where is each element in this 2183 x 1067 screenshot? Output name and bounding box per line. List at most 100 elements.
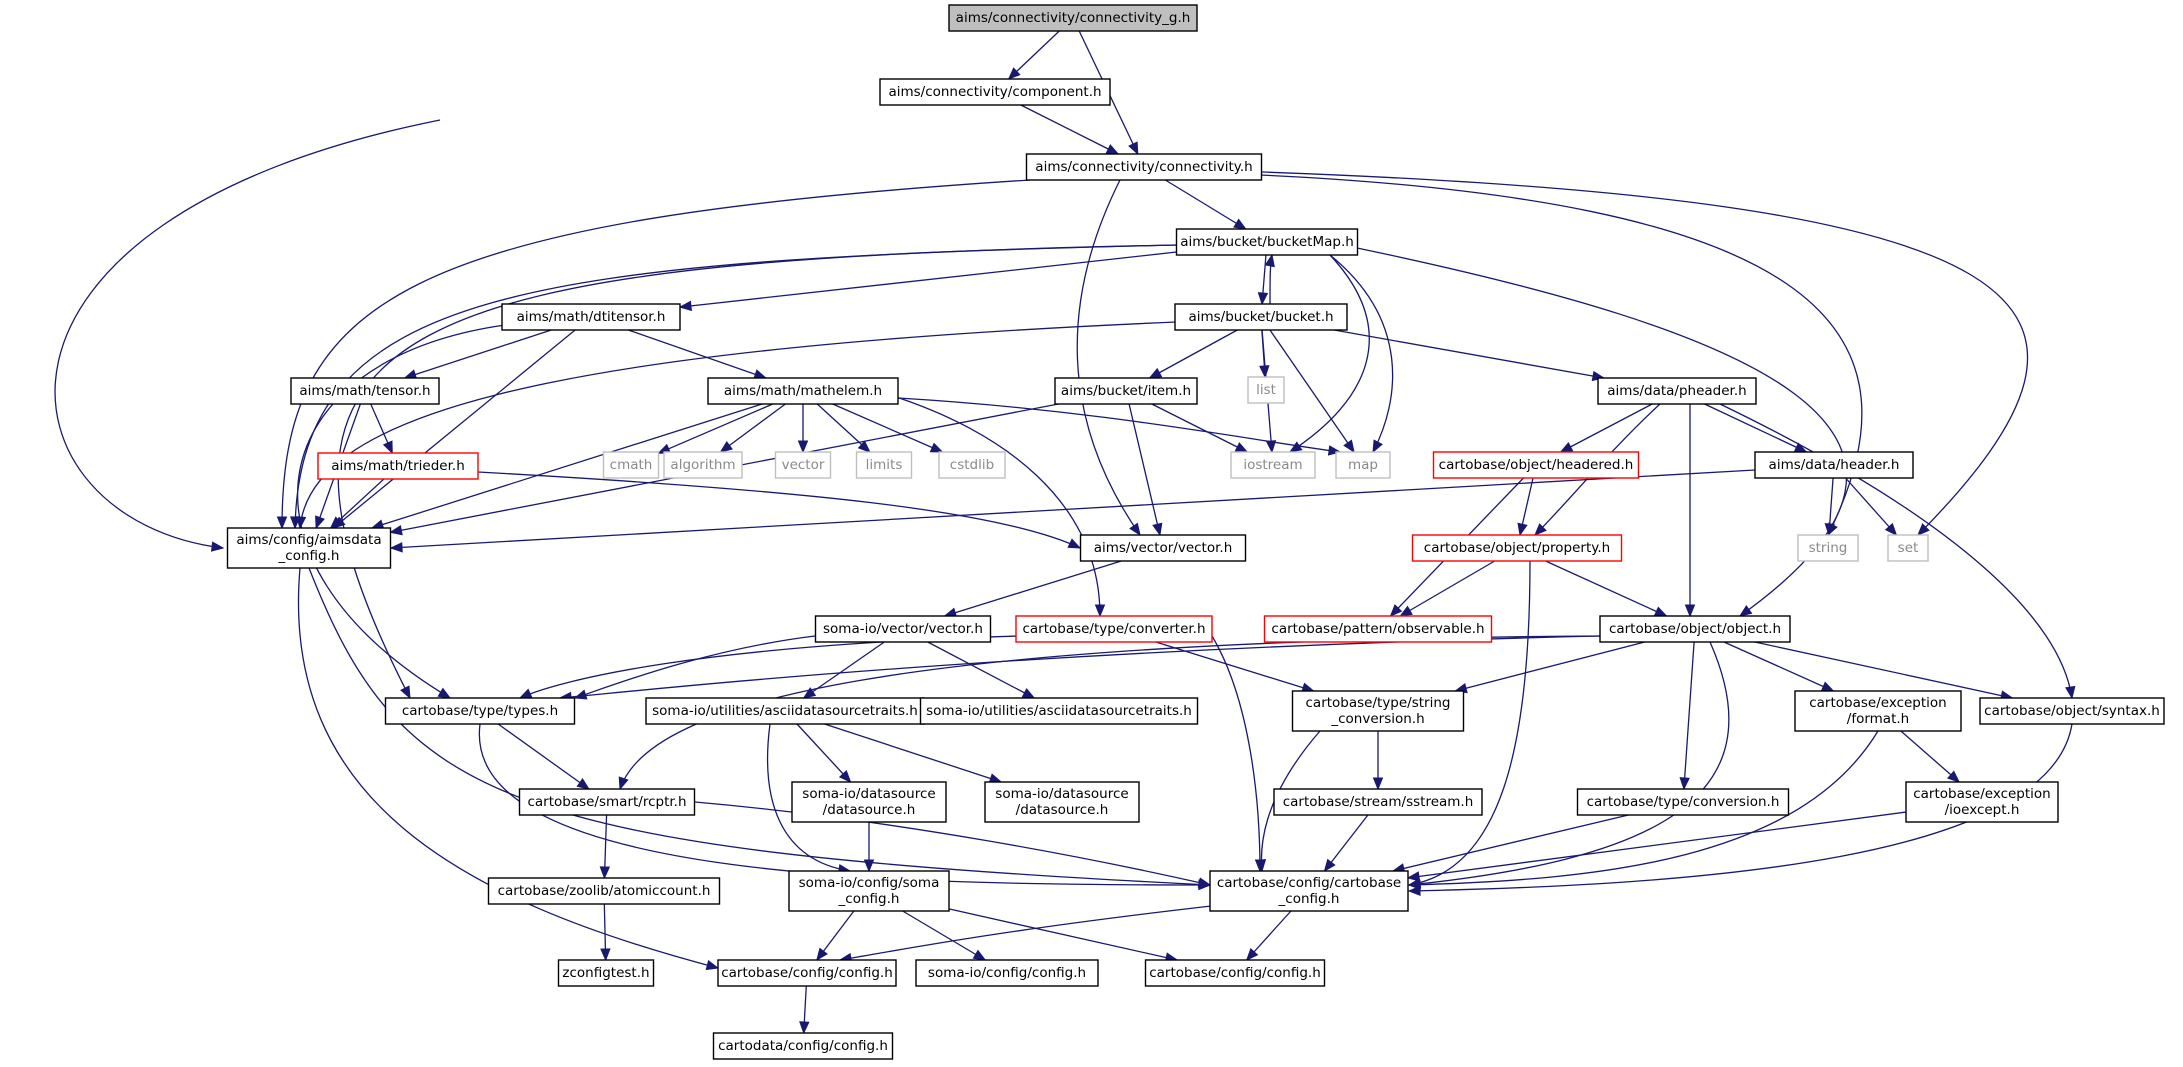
edge-arrowhead [1372,439,1383,454]
node-tensor[interactable]: aims/math/tensor.h [290,377,440,405]
node-pheader[interactable]: aims/data/pheader.h [1597,377,1757,405]
edge-connectivity-to-bucketMap [1164,179,1247,230]
edge-mathelem-to-algorithm [719,403,786,453]
edge-object-to-conversion [1679,641,1695,791]
node-root[interactable]: aims/connectivity/connectivity_g.h [948,4,1198,32]
edge-mathelem-to-map [897,397,1342,456]
edge-line [1008,30,1060,80]
node-label: cartobase/zoolib/atomiccount.h [498,883,711,899]
edge-line [478,723,1211,886]
node-soma_config[interactable]: soma-io/config/soma_config.h [788,870,950,912]
edge-arrowhead [329,516,343,529]
node-box [1887,534,1929,562]
node-datasource2[interactable]: soma-io/datasource/datasource.h [984,781,1140,823]
edge-arrowhead [1257,292,1269,306]
edge-arrowhead [1947,770,1961,783]
edge-arrowhead [816,947,828,962]
node-ioexcept[interactable]: cartobase/exception/ioexcept.h [1905,781,2059,823]
edge-arrowhead [1007,67,1021,80]
node-dtitensor[interactable]: aims/math/dtitensor.h [501,303,681,331]
edge-bucket-to-bucketMap [1264,253,1275,306]
node-converter[interactable]: cartobase/type/converter.h [1015,615,1213,643]
edge-asciitraits1-to-datasource2 [824,723,1003,784]
node-item[interactable]: aims/bucket/item.h [1054,377,1198,405]
edge-line [897,397,1341,453]
node-aims_vector[interactable]: aims/vector/vector.h [1079,534,1247,562]
node-header[interactable]: aims/data/header.h [1754,451,1914,479]
edge-cartobase_config-to-cb_config2 [1245,910,1292,961]
node-trieder[interactable]: aims/math/trieder.h [317,452,479,480]
edge-arrowhead [1406,871,1421,882]
node-soma_io_config[interactable]: soma-io/config/config.h [915,959,1099,987]
node-connectivity[interactable]: aims/connectivity/connectivity.h [1025,153,1263,181]
node-datasource1[interactable]: soma-io/datasource/datasource.h [791,781,947,823]
edge-line [1128,403,1161,536]
edge-object-to-exc_format [1723,641,1835,692]
edge-line [371,403,763,529]
node-cb_config2[interactable]: cartobase/config/config.h [1144,959,1326,987]
node-box [1335,451,1391,479]
node-bucket[interactable]: aims/bucket/bucket.h [1174,303,1348,331]
edge-line [1333,329,1605,379]
node-syntax[interactable]: cartobase/object/syntax.h [1979,697,2165,725]
node-atomiccount[interactable]: cartobase/zoolib/atomiccount.h [487,877,721,905]
edge-line [1704,403,1807,453]
node-box [1209,870,1409,912]
node-string_conversion[interactable]: cartobase/type/string_conversion.h [1291,690,1465,732]
edge-component-to-aimsdata_config [54,119,441,552]
node-property[interactable]: cartobase/object/property.h [1411,534,1623,562]
edge-string_conversion-to-cartobase_config [1255,730,1321,873]
node-rcptr[interactable]: cartobase/smart/rcptr.h [518,788,696,816]
edge-arrowhead [1738,605,1753,617]
node-soma_vector[interactable]: soma-io/vector/vector.h [814,615,992,643]
node-asciitraits1[interactable]: soma-io/utilities/asciidatasourcetraits.… [645,697,925,725]
edge-mathelem-to-converter [889,394,1106,618]
edge-item-to-aims_vector [1128,403,1163,537]
node-aimsdata_config[interactable]: aims/config/aimsdata_config.h [226,527,392,569]
edge-atomiccount-to-zconfigtest [600,903,611,962]
node-cb_config1[interactable]: cartobase/config/config.h [717,959,897,987]
node-label: _conversion.h [1330,711,1424,727]
node-headered[interactable]: cartobase/object/headered.h [1432,451,1640,479]
node-cartobase_config[interactable]: cartobase/config/cartobase_config.h [1209,870,1409,912]
node-box [317,452,479,480]
node-label: string [1809,540,1848,556]
node-exc_format[interactable]: cartobase/exception/format.h [1794,690,1962,732]
edge-mathelem-to-limits [816,403,871,453]
node-label: iostream [1243,457,1302,473]
edge-line [1269,329,1355,453]
edge-line [1155,641,1314,692]
edge-property-to-observable [1399,560,1496,617]
node-object[interactable]: cartobase/object/object.h [1599,615,1791,643]
node-component[interactable]: aims/connectivity/component.h [879,78,1111,106]
node-cartodata_config[interactable]: cartodata/config/config.h [712,1032,894,1060]
edge-arrowhead [799,1021,810,1035]
node-sstream[interactable]: cartobase/stream/sstream.h [1273,788,1483,816]
edge-dtitensor-to-types [296,324,506,699]
node-label: cartobase/object/object.h [1609,621,1781,637]
node-bucketMap[interactable]: aims/bucket/bucketMap.h [1175,228,1359,256]
node-mathelem[interactable]: aims/math/mathelem.h [707,377,899,405]
edge-arrowhead [1372,777,1384,791]
node-label: cartobase/config/config.h [1149,965,1321,981]
edge-bucket-to-map [1269,329,1355,454]
edge-arrowhead [1917,523,1930,536]
node-label: cartobase/smart/rcptr.h [527,794,686,810]
edge-bucketMap-to-map [1329,254,1394,454]
node-observable[interactable]: cartobase/pattern/observable.h [1263,615,1493,643]
node-asciitraits2[interactable]: soma-io/utilities/asciidatasourcetraits.… [919,697,1199,725]
node-zconfigtest[interactable]: zconfigtest.h [557,959,655,987]
edge-line [1149,329,1238,379]
edge-line [902,910,986,961]
edge-line [297,567,719,969]
edge-line [1151,403,1248,453]
node-conversion[interactable]: cartobase/type/conversion.h [1576,788,1790,816]
edge-arrowhead [1105,144,1120,155]
edge-arrowhead [1399,605,1413,617]
node-label: aims/vector/vector.h [1094,540,1233,556]
edge-arrowhead [1128,141,1139,156]
edge-aimsdata_config-to-cb_config1 [297,567,720,971]
node-label: cartobase/type/string [1306,695,1451,711]
node-types[interactable]: cartobase/type/types.h [384,697,576,725]
